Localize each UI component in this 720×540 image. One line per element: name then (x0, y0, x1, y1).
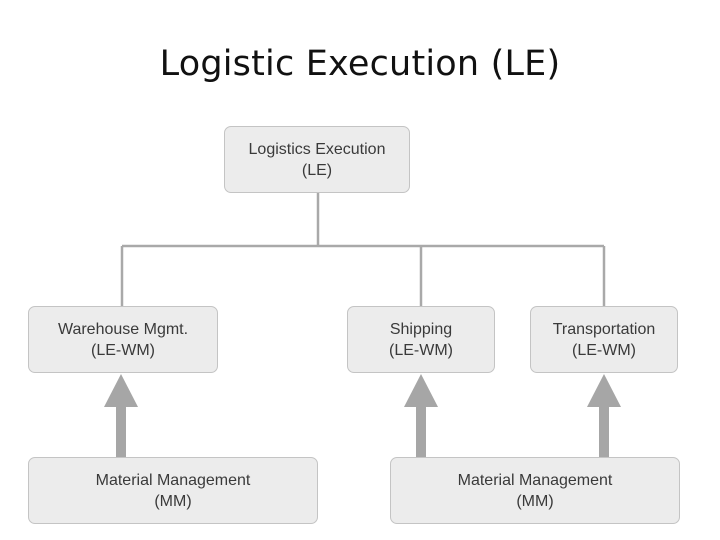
node-transportation: Transportation (LE-WM) (530, 306, 678, 373)
node-code: (MM) (516, 492, 554, 510)
node-label: Material Management (457, 471, 613, 489)
node-material-management-left: Material Management (MM) (28, 457, 318, 524)
arrow-up-icon (404, 374, 438, 458)
page-title: Logistic Execution (LE) (159, 44, 561, 84)
node-label: Logistics Execution (248, 140, 386, 158)
node-label: Shipping (389, 320, 453, 338)
node-code: (MM) (154, 492, 192, 510)
arrow-up-icon (104, 374, 138, 458)
node-label: Material Management (95, 471, 251, 489)
node-material-management-right: Material Management (MM) (390, 457, 680, 524)
node-code: (LE-WM) (389, 341, 453, 359)
node-code: (LE-WM) (91, 341, 155, 359)
node-label: Warehouse Mgmt. (57, 320, 189, 338)
node-logistics-execution: Logistics Execution (LE) (224, 126, 410, 193)
node-shipping: Shipping (LE-WM) (347, 306, 495, 373)
arrow-up-icon (587, 374, 621, 458)
node-code: (LE) (301, 161, 333, 179)
node-warehouse-mgmt: Warehouse Mgmt. (LE-WM) (28, 306, 218, 373)
node-code: (LE-WM) (572, 341, 636, 359)
node-label: Transportation (552, 320, 656, 338)
